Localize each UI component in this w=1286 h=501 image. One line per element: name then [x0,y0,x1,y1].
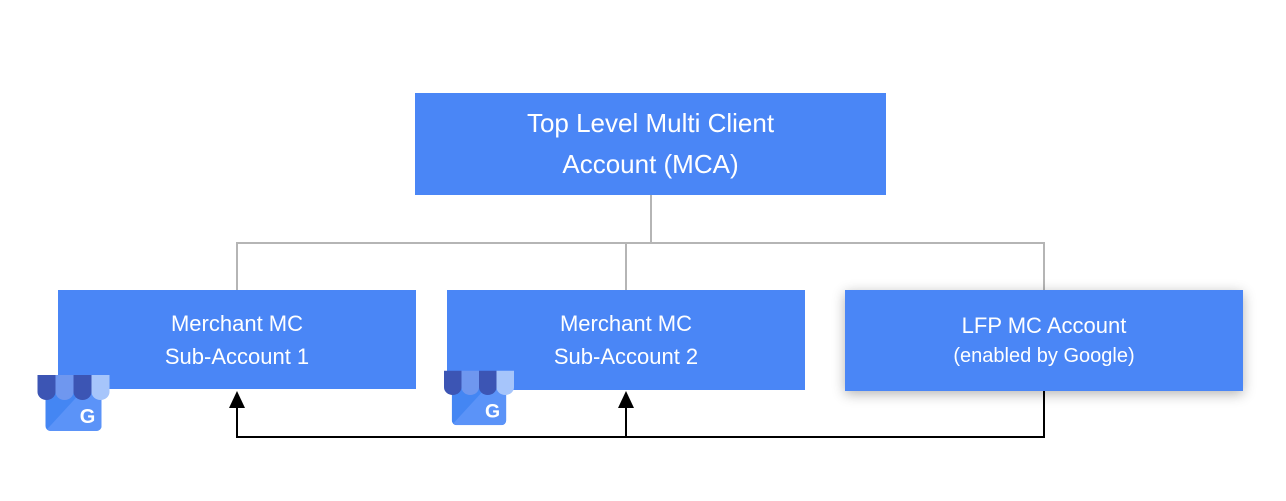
connector-drop-lfp [1043,243,1045,290]
node-label-line2: Account (MCA) [562,149,739,179]
business-profile-storefront-icon: G [444,370,514,426]
node-label-line2: Sub-Account 2 [553,344,699,369]
google-g-letter: G [80,406,96,428]
connector-drop-sub2 [625,243,627,290]
node-label-line1: Merchant MC [559,311,693,336]
google-g-letter: G [485,400,500,422]
node-label-line1: Top Level Multi Client [526,108,775,138]
feedback-line-up-sub1 [236,405,238,437]
node-top-level-mca: Top Level Multi Client Account (MCA) [415,93,886,195]
node-label-line2: (enabled by Google) [953,344,1135,367]
storefront-awning [37,375,110,400]
arrowhead-up-sub2-icon [618,391,634,408]
feedback-line-horizontal [236,436,1045,438]
node-label-line2: Sub-Account 1 [164,343,310,369]
feedback-line-up-sub2 [625,405,627,437]
feedback-line-lfp-down [1043,391,1045,438]
connector-mca-stem [650,195,652,243]
business-profile-storefront-icon: G [37,375,110,431]
node-lfp-mc-account: LFP MC Account (enabled by Google) [845,290,1243,391]
node-merchant-sub-account-1: Merchant MC Sub-Account 1 [58,290,416,389]
connector-drop-sub1 [236,243,238,290]
node-label-line1: Merchant MC [170,310,304,336]
connector-horizontal-bus [236,242,1045,244]
arrowhead-up-sub1-icon [229,391,245,408]
storefront-awning [444,370,514,395]
node-label-line1: LFP MC Account [961,312,1127,338]
